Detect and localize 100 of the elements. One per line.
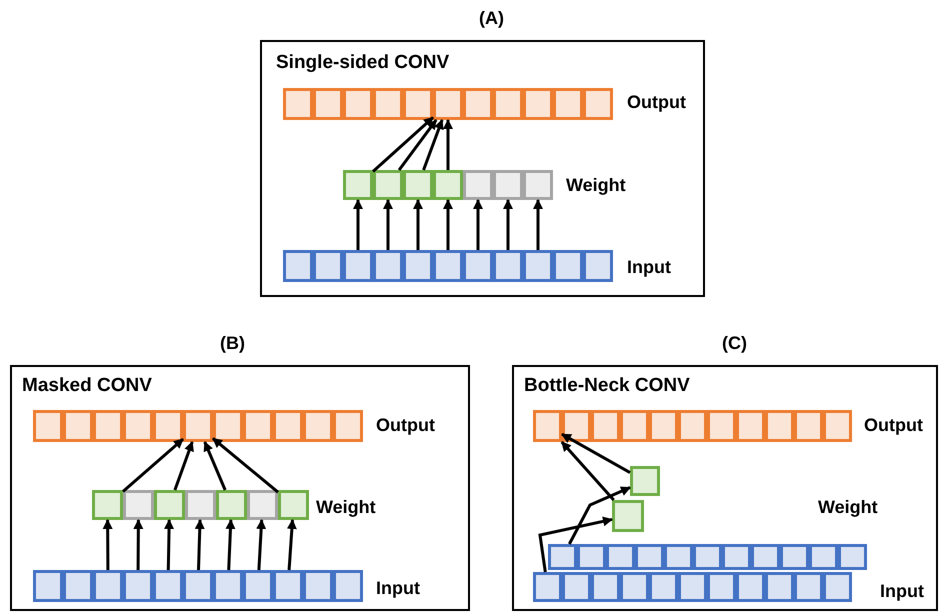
output-cell (183, 410, 213, 442)
input-cell (562, 572, 591, 602)
weight-cell (433, 170, 463, 200)
row-label: Output (376, 415, 435, 436)
input-cell (63, 570, 93, 602)
input-cell (736, 572, 765, 602)
input-cell (33, 570, 63, 602)
panel-title: Single-sided CONV (276, 52, 450, 74)
weight-cell (185, 490, 216, 520)
arrow (533, 199, 543, 250)
arrow (422, 119, 444, 171)
input-cell (313, 250, 343, 282)
input-cell (343, 250, 373, 282)
input-cell (606, 544, 635, 570)
output-cell (493, 88, 523, 120)
row-label: Input (376, 578, 420, 599)
arrow (133, 519, 144, 570)
arrow (383, 199, 393, 250)
arrow (503, 199, 513, 250)
arrow (560, 441, 615, 501)
output-cell (649, 410, 678, 442)
row-label: Output (864, 415, 923, 436)
weight-cell (612, 500, 644, 532)
input-cell (780, 544, 809, 570)
panel (512, 365, 938, 611)
output-cell (123, 410, 153, 442)
weight-cell (463, 170, 493, 200)
output-cell (678, 410, 707, 442)
weight-cell (123, 490, 154, 520)
arrow (413, 199, 423, 250)
arrow (194, 519, 205, 570)
output-cell (765, 410, 794, 442)
input-cell (678, 572, 707, 602)
arrow (568, 486, 631, 545)
arrow (102, 519, 113, 570)
output-cell (463, 88, 493, 120)
panel-title: Bottle-Neck CONV (524, 375, 690, 397)
output-cell (620, 410, 649, 442)
arrow (561, 432, 631, 474)
output-cell (523, 88, 553, 120)
arrow (372, 116, 434, 173)
weight-cell (493, 170, 523, 200)
output-cell (553, 88, 583, 120)
input-cell (553, 250, 583, 282)
weight-cell (403, 170, 433, 200)
arrow (443, 199, 453, 250)
input-cell (403, 250, 433, 282)
output-cell (313, 88, 343, 120)
output-cell (153, 410, 183, 442)
arrow (225, 519, 236, 570)
output-cell (213, 410, 243, 442)
output-cell (533, 410, 562, 442)
arrow (286, 519, 297, 570)
arrow (212, 437, 279, 494)
input-cell (433, 250, 463, 282)
output-cell (93, 410, 123, 442)
panel-heading: (B) (220, 333, 245, 354)
input-cell (303, 570, 333, 602)
arrow (174, 441, 194, 490)
input-cell (273, 570, 303, 602)
output-cell (562, 410, 591, 442)
weight-cell (92, 490, 123, 520)
arrow (164, 519, 174, 570)
input-cell (493, 250, 523, 282)
input-cell (809, 544, 838, 570)
output-cell (583, 88, 613, 120)
input-cell (707, 572, 736, 602)
row-label: Input (627, 257, 671, 278)
input-cell (463, 250, 493, 282)
input-cell (722, 544, 751, 570)
output-cell (343, 88, 373, 120)
output-cell (823, 410, 852, 442)
input-cell (153, 570, 183, 602)
row-label: Weight (566, 175, 626, 196)
arrow (203, 441, 227, 491)
panel (260, 40, 705, 297)
weight-cell (373, 170, 403, 200)
input-cell (794, 572, 823, 602)
input-cell (123, 570, 153, 602)
input-cell (751, 544, 780, 570)
output-cell (591, 410, 620, 442)
weight-cell (154, 490, 185, 520)
weight-cell (630, 466, 660, 496)
row-label: Weight (818, 497, 878, 518)
weight-cell (523, 170, 553, 200)
panel (10, 365, 470, 611)
input-cell (765, 572, 794, 602)
input-cell (693, 544, 722, 570)
input-cell (283, 250, 313, 282)
row-label: Output (627, 92, 686, 113)
row-label: Input (880, 581, 924, 602)
input-cell (213, 570, 243, 602)
output-cell (243, 410, 273, 442)
input-cell (373, 250, 403, 282)
input-cell (577, 544, 606, 570)
output-cell (63, 410, 93, 442)
output-cell (433, 88, 463, 120)
output-cell (403, 88, 433, 120)
weight-cell (278, 490, 309, 520)
output-cell (707, 410, 736, 442)
